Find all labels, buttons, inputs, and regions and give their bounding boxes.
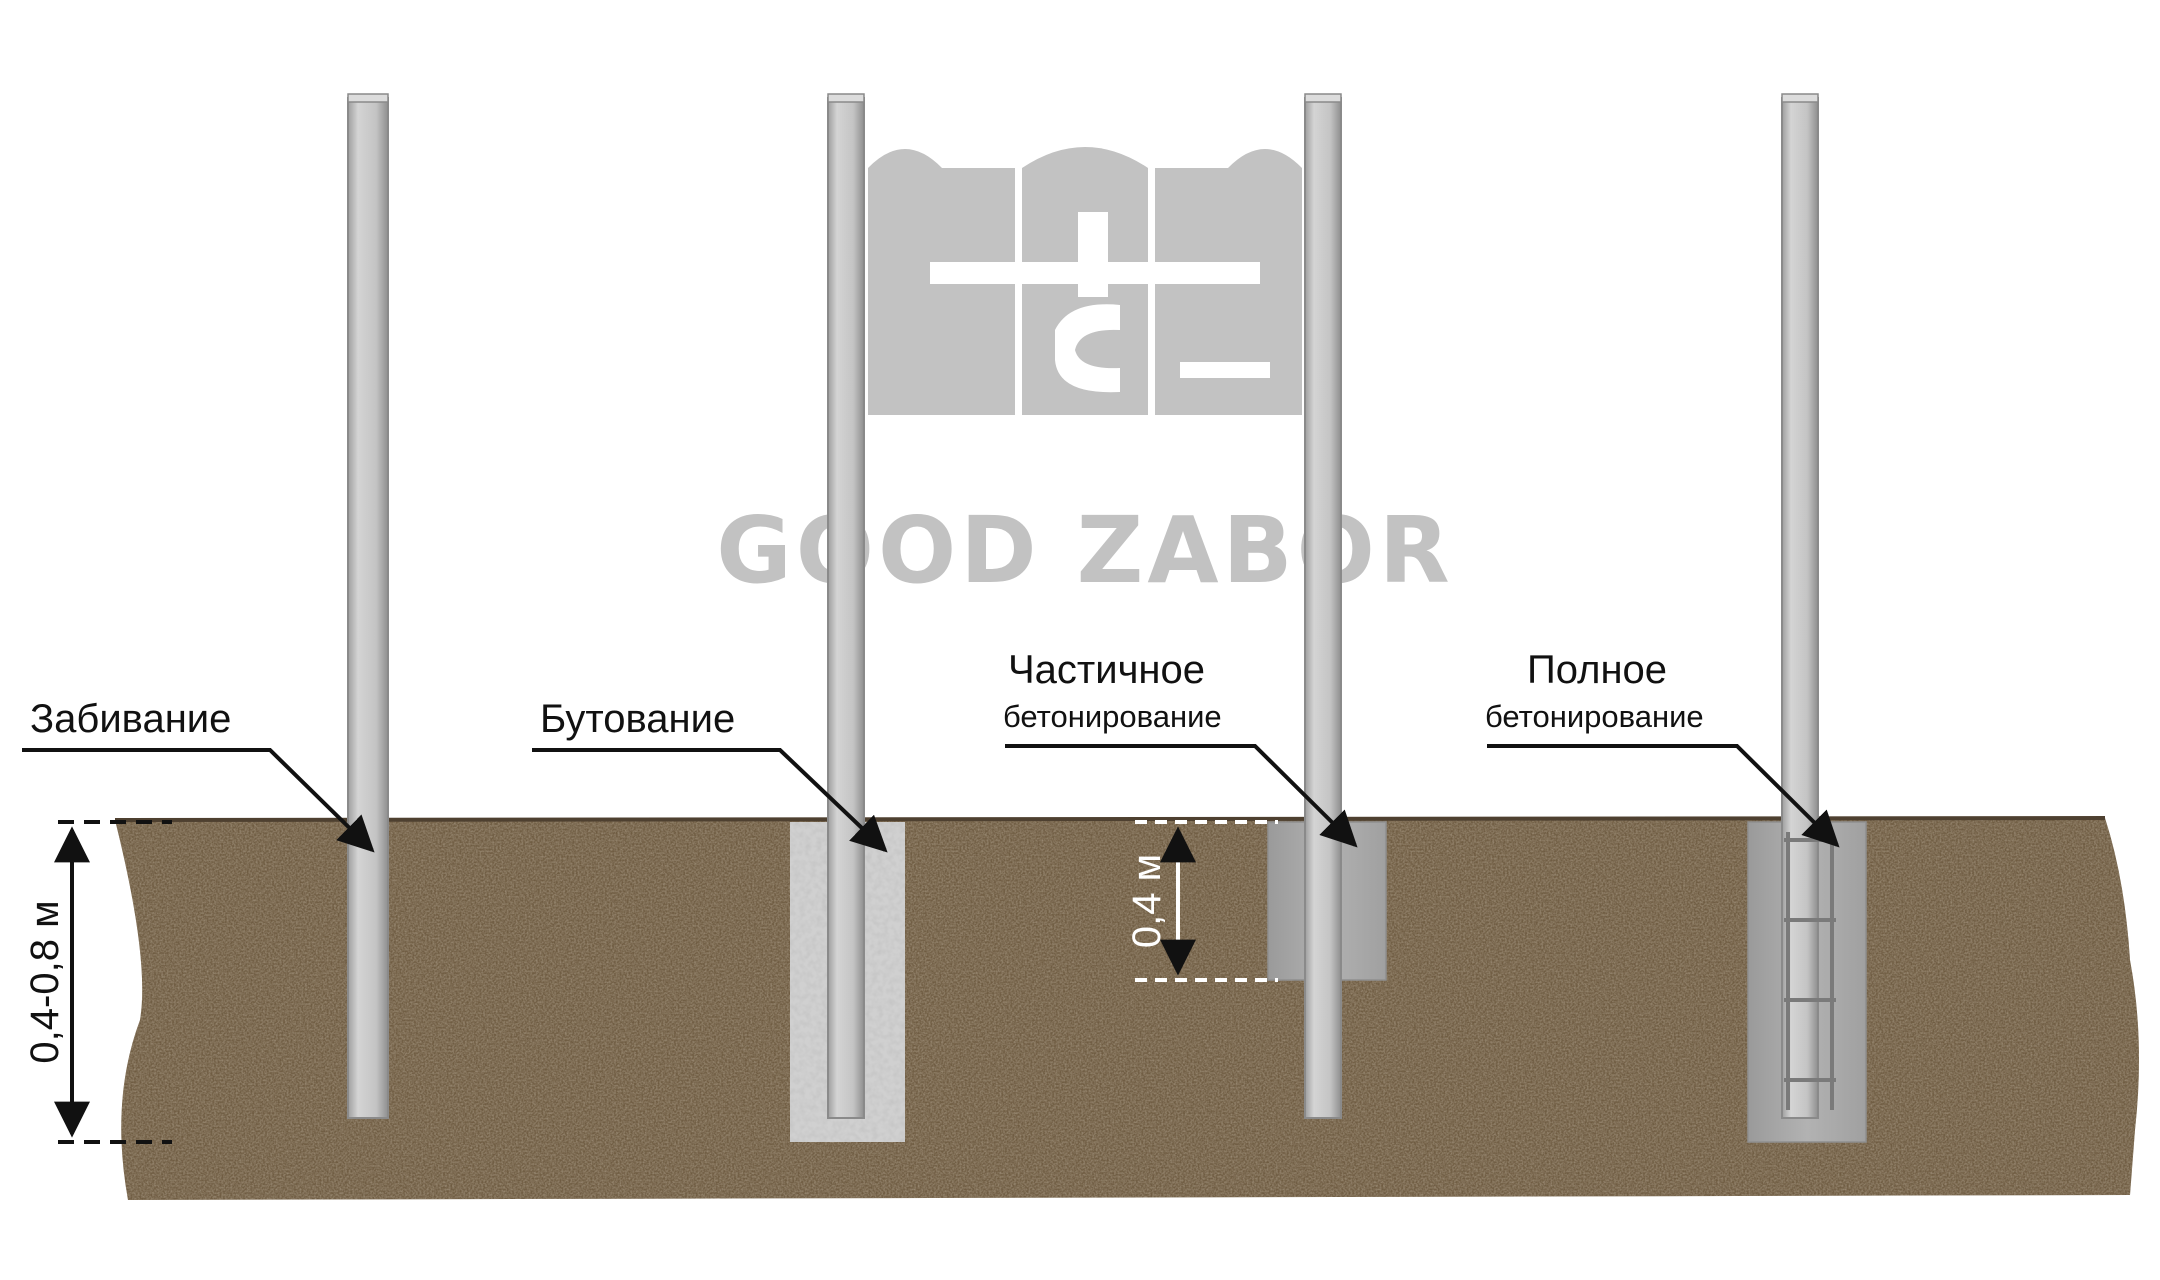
dimension-driving-depth-text: 0,4-0,8 м [23,900,67,1063]
label-driving: Забивание [22,697,375,853]
label-full: Полное бетонирование [1485,648,1840,848]
label-partial-line2: бетонирование [1003,699,1222,734]
dimension-partial-depth: 0,4 м [1125,820,1278,982]
label-full-line1: Полное [1527,648,1667,692]
label-full-line2: бетонирование [1485,699,1704,734]
label-driving-text: Забивание [30,697,231,741]
post-backfill [827,93,865,1119]
post-driving [347,93,389,1119]
label-partial: Частичное бетонирование [1003,648,1358,848]
rebar-cage [1784,832,1836,1110]
label-backfill-text: Бутование [540,697,735,741]
post-full [1781,93,1819,1119]
post-partial [1304,93,1342,1119]
label-partial-line1: Частичное [1008,648,1205,692]
good-zabor-logo-watermark: GOOD ZABOR [716,147,1453,604]
label-backfill: Бутование [532,697,888,853]
soil-layer [114,816,2139,1200]
dimension-partial-depth-text: 0,4 м [1125,854,1169,948]
dimension-driving-depth: 0,4-0,8 м [23,820,172,1144]
brand-text: GOOD ZABOR [716,497,1453,604]
